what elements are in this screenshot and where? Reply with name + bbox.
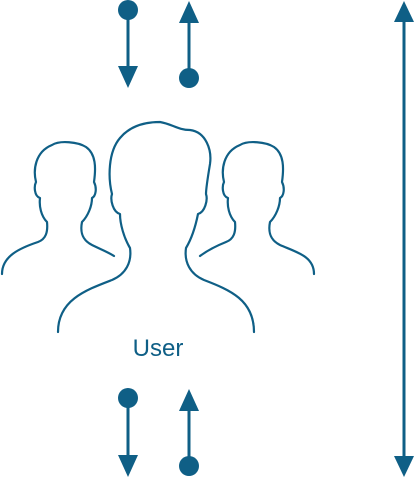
user-group-icon [0,120,316,334]
arrow-down-icon [118,0,138,88]
arrow-up-icon [179,389,199,476]
right-person-outline [198,141,316,276]
arrow-bidirectional-icon [394,1,414,477]
center-person-outline [56,120,256,334]
arrow-up-icon [179,1,199,88]
left-person-outline [0,141,116,276]
arrow-down-icon [118,388,138,477]
user-group-label: User [133,335,184,362]
